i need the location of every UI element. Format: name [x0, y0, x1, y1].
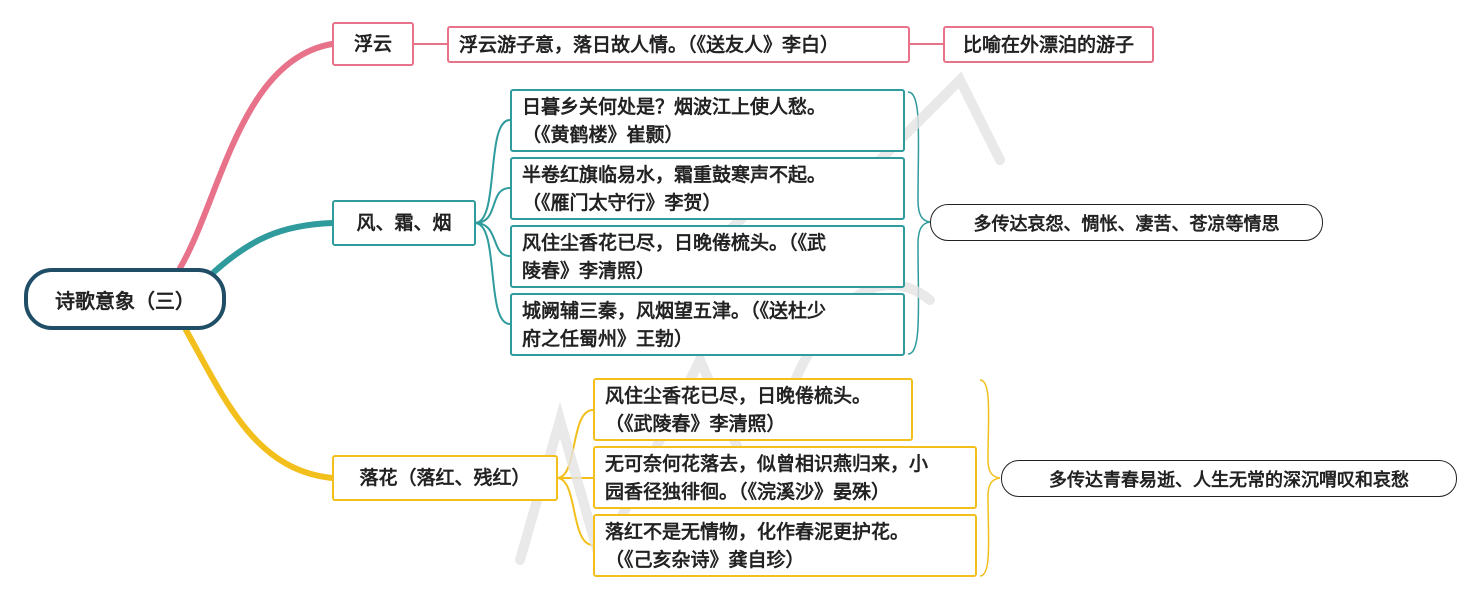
- luohua-quote-2[interactable]: 无可奈何花落去，似曾相识燕归来，小 园香径独徘徊。（《浣溪沙》晏殊）: [593, 446, 977, 509]
- brace-luohua: [979, 379, 1001, 577]
- luohua-meaning-text: 多传达青春易逝、人生无常的深沉喟叹和哀愁: [1049, 469, 1409, 491]
- branch-fuyun-label: 浮云: [353, 33, 392, 55]
- branch-fuyun[interactable]: 浮云: [332, 22, 414, 66]
- quote-line-2: （《黄鹤楼》崔颢）: [522, 124, 684, 146]
- branch-fengshuang[interactable]: 风、霜、烟: [332, 200, 476, 246]
- connector-root-fengshuang: [211, 220, 335, 275]
- fengshuang-quote-2[interactable]: 半卷红旗临易水，霜重鼓寒声不起。 （《雁门太守行》李贺）: [510, 157, 905, 220]
- root-node[interactable]: 诗歌意象（三）: [24, 268, 226, 330]
- quote-line-1: 风住尘香花已尽，日晚倦梳头。（《武: [522, 232, 827, 254]
- fengshuang-quote-3[interactable]: 风住尘香花已尽，日晚倦梳头。（《武 陵春》李清照）: [510, 225, 905, 288]
- quote-line-2: （《己亥杂诗》龚自珍）: [605, 549, 805, 571]
- quote-line-1: 无可奈何花落去，似曾相识燕归来，小: [605, 453, 929, 475]
- fengshuang-quote-1[interactable]: 日暮乡关何处是？烟波江上使人愁。 （《黄鹤楼》崔颢）: [510, 89, 905, 152]
- quote-line-2: 府之任蜀州》王勃）: [522, 328, 694, 350]
- luohua-quote-3[interactable]: 落红不是无情物，化作春泥更护花。 （《己亥杂诗》龚自珍）: [593, 514, 977, 577]
- quote-line-2: 陵春》李清照）: [522, 260, 656, 282]
- quote-line-2: 园香径独徘徊。（《浣溪沙》晏殊）: [605, 481, 891, 503]
- fuyun-quote-text: 浮云游子意，落日故人情。（《送友人》李白）: [459, 33, 840, 56]
- branch-fengshuang-label: 风、霜、烟: [356, 212, 452, 234]
- connector-root-fuyun: [177, 41, 335, 271]
- quote-line-1: 日暮乡关何处是？烟波江上使人愁。: [522, 96, 827, 118]
- connector-root-luohua: [183, 327, 335, 481]
- luohua-meaning[interactable]: 多传达青春易逝、人生无常的深沉喟叹和哀愁: [1001, 460, 1457, 497]
- luohua-quote-1[interactable]: 风住尘香花已尽，日晚倦梳头。 （《武陵春》李清照）: [593, 378, 913, 441]
- quote-line-1: 落红不是无情物，化作春泥更护花。: [605, 521, 910, 543]
- quote-line-1: 半卷红旗临易水，霜重鼓寒声不起。: [522, 164, 827, 186]
- fuyun-meaning-text: 比喻在外漂泊的游子: [962, 33, 1134, 56]
- quote-line-2: （《雁门太守行》李贺）: [522, 192, 722, 214]
- root-label: 诗歌意象（三）: [55, 288, 195, 313]
- connector-luohua-quotes: [556, 409, 594, 546]
- connector-fengshuang-quotes: [474, 119, 511, 325]
- branch-luohua-label: 落花（落红、残红）: [359, 467, 531, 489]
- fengshuang-quote-4[interactable]: 城阙辅三秦，风烟望五津。（《送杜少 府之任蜀州》王勃）: [510, 293, 905, 356]
- fengshuang-meaning[interactable]: 多传达哀怨、惆怅、凄苦、苍凉等情思: [930, 204, 1323, 241]
- quote-line-1: 风住尘香花已尽，日晚倦梳头。: [605, 385, 872, 407]
- fengshuang-meaning-text: 多传达哀怨、惆怅、凄苦、苍凉等情思: [973, 213, 1280, 235]
- fuyun-quote[interactable]: 浮云游子意，落日故人情。（《送友人》李白）: [447, 26, 910, 63]
- fuyun-meaning[interactable]: 比喻在外漂泊的游子: [943, 26, 1154, 63]
- quote-line-1: 城阙辅三秦，风烟望五津。（《送杜少: [522, 300, 827, 322]
- brace-fengshuang: [907, 91, 931, 355]
- branch-luohua[interactable]: 落花（落红、残红）: [332, 455, 558, 501]
- quote-line-2: （《武陵春》李清照）: [605, 413, 786, 435]
